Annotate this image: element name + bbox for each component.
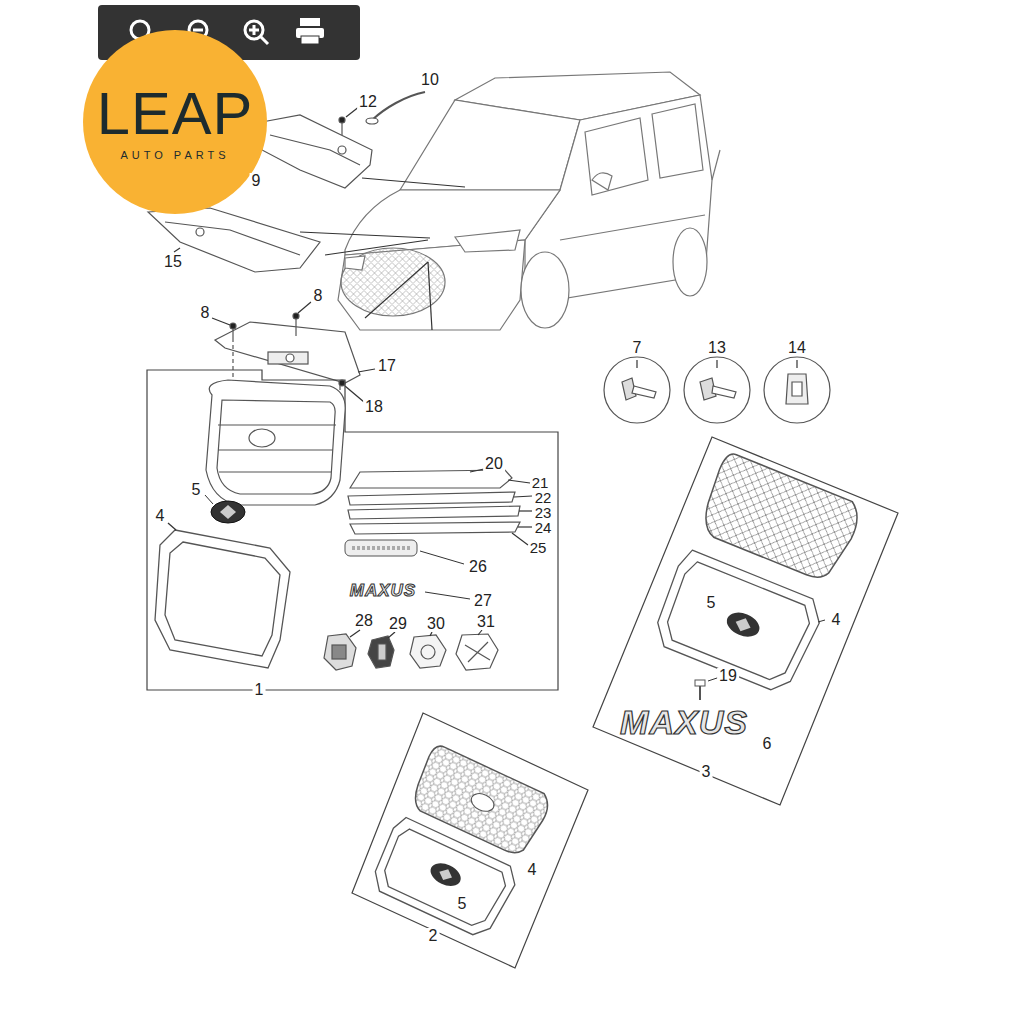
callout-number: 27 <box>472 593 494 609</box>
emblem-lettering: MAXUS <box>620 705 748 739</box>
hex-grille-kit <box>367 742 555 942</box>
brand-tagline: AUTO PARTS <box>120 150 229 162</box>
callout-number: 9 <box>250 173 263 189</box>
callout-number: 4 <box>830 612 843 628</box>
callout-number: 10 <box>419 72 441 88</box>
callout-number: 24 <box>534 520 553 535</box>
callout-number: 3 <box>700 764 713 780</box>
callout-number: 31 <box>475 614 497 630</box>
grille-strips <box>348 469 532 545</box>
kit-frame <box>593 437 898 805</box>
callout-number: 21 <box>531 475 550 490</box>
vehicle-sketch <box>338 72 720 330</box>
callout-number: 23 <box>534 505 553 520</box>
callout-number: 4 <box>526 862 539 878</box>
callout-number: 18 <box>363 399 385 415</box>
callout-number: 7 <box>631 340 644 356</box>
badge-plate <box>345 540 470 599</box>
callout-number: 29 <box>387 616 409 632</box>
callout-number: 12 <box>357 94 379 110</box>
logo-badge: LEAP AUTO PARTS <box>83 30 267 214</box>
callout-number: 17 <box>376 358 398 374</box>
callout-number: 5 <box>456 896 469 912</box>
bolt <box>695 620 825 700</box>
callout-number: 2 <box>427 928 440 944</box>
emblem <box>205 495 245 523</box>
callout-number: 5 <box>190 482 203 498</box>
callout-number: 22 <box>534 490 553 505</box>
grille <box>206 380 345 505</box>
callout-number: 15 <box>162 254 184 270</box>
callout-number: 25 <box>529 540 548 555</box>
clips <box>324 630 498 670</box>
callout-number: 13 <box>706 340 728 356</box>
callout-number: 14 <box>786 340 808 356</box>
leader-lines <box>300 178 465 330</box>
callout-number: 8 <box>312 288 325 304</box>
callout-number: 28 <box>353 613 375 629</box>
cowl-panel <box>262 92 425 188</box>
fastener-icons <box>604 357 830 423</box>
callout-number: 1 <box>253 682 266 698</box>
callout-number: 8 <box>199 305 212 321</box>
callout-number: 5 <box>705 595 718 611</box>
callout-number: 30 <box>425 616 447 632</box>
callout-number: 6 <box>761 736 774 752</box>
kit-frame <box>147 370 558 690</box>
callout-number: 19 <box>717 668 739 684</box>
callout-number: 26 <box>467 559 489 575</box>
brand-name: LEAP <box>97 83 254 146</box>
surround-ring <box>155 523 290 668</box>
callout-number: 4 <box>154 508 167 524</box>
kit-frame <box>352 713 588 968</box>
emblem-lettering: MAXUS <box>350 582 416 599</box>
lower-panel <box>148 208 320 272</box>
mesh-grille-kit <box>648 450 866 697</box>
callout-number: 20 <box>483 456 505 472</box>
